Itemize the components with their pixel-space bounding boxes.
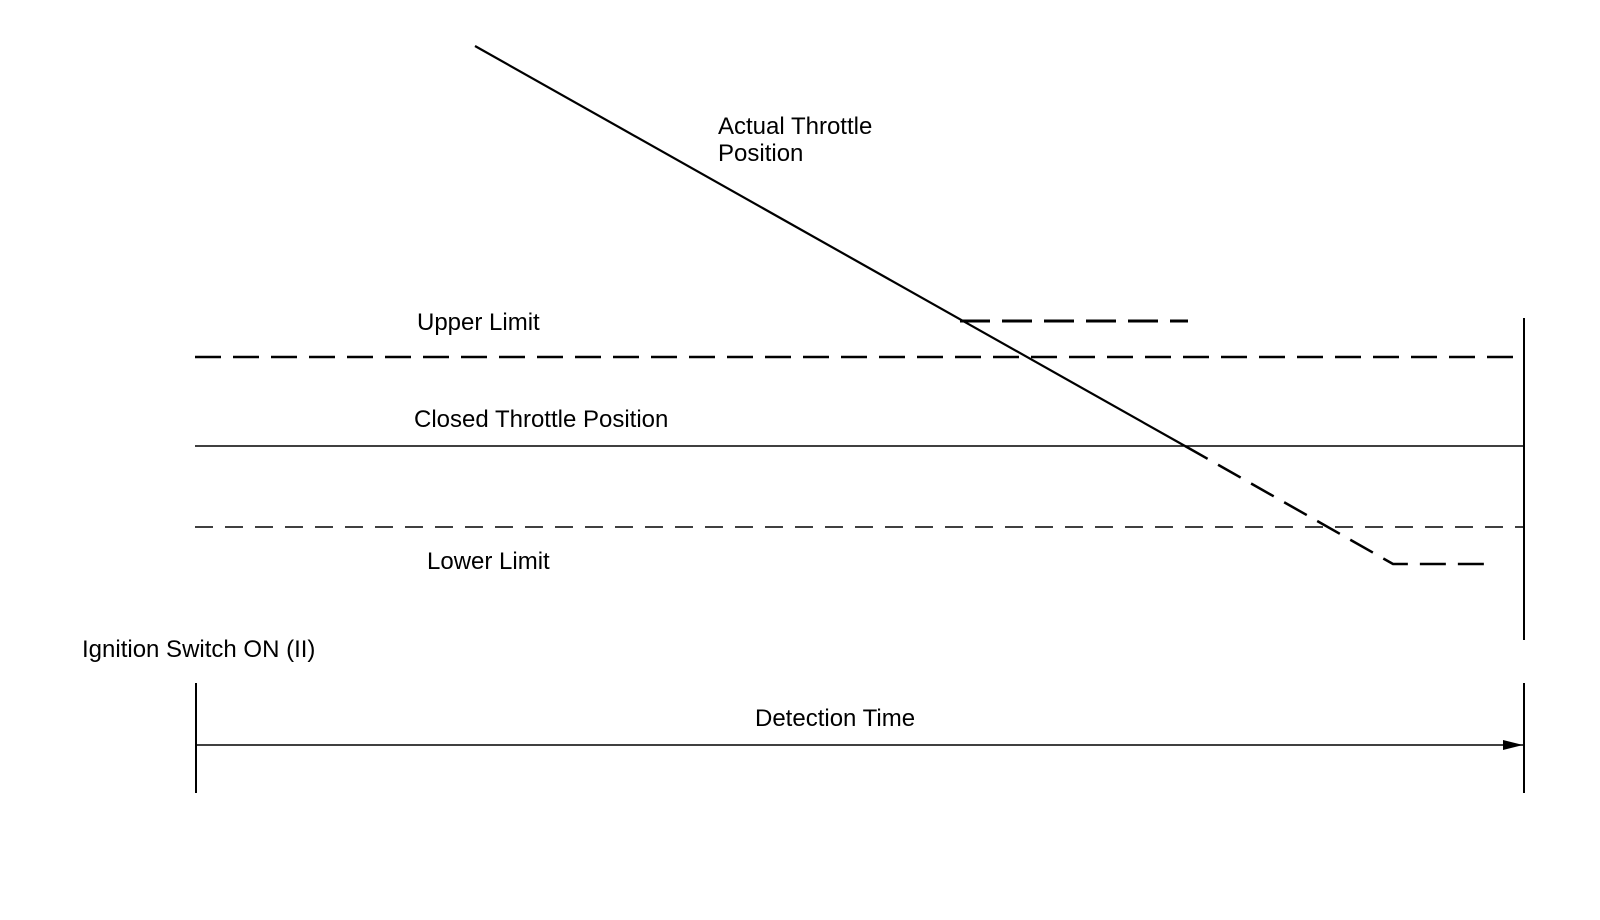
actual-throttle-label-line1: Actual Throttle bbox=[718, 113, 872, 140]
lower-limit-label: Lower Limit bbox=[427, 548, 550, 575]
actual-throttle-dashed-segment bbox=[1184, 444, 1487, 566]
actual-throttle-label-line2: Position bbox=[718, 140, 803, 167]
upper-limit-label: Upper Limit bbox=[417, 309, 540, 336]
ignition-switch-label: Ignition Switch ON (II) bbox=[82, 636, 315, 663]
closed-throttle-label: Closed Throttle Position bbox=[414, 406, 668, 433]
actual-throttle-solid-segment bbox=[474, 45, 1186, 447]
detection-time-label: Detection Time bbox=[755, 705, 915, 732]
